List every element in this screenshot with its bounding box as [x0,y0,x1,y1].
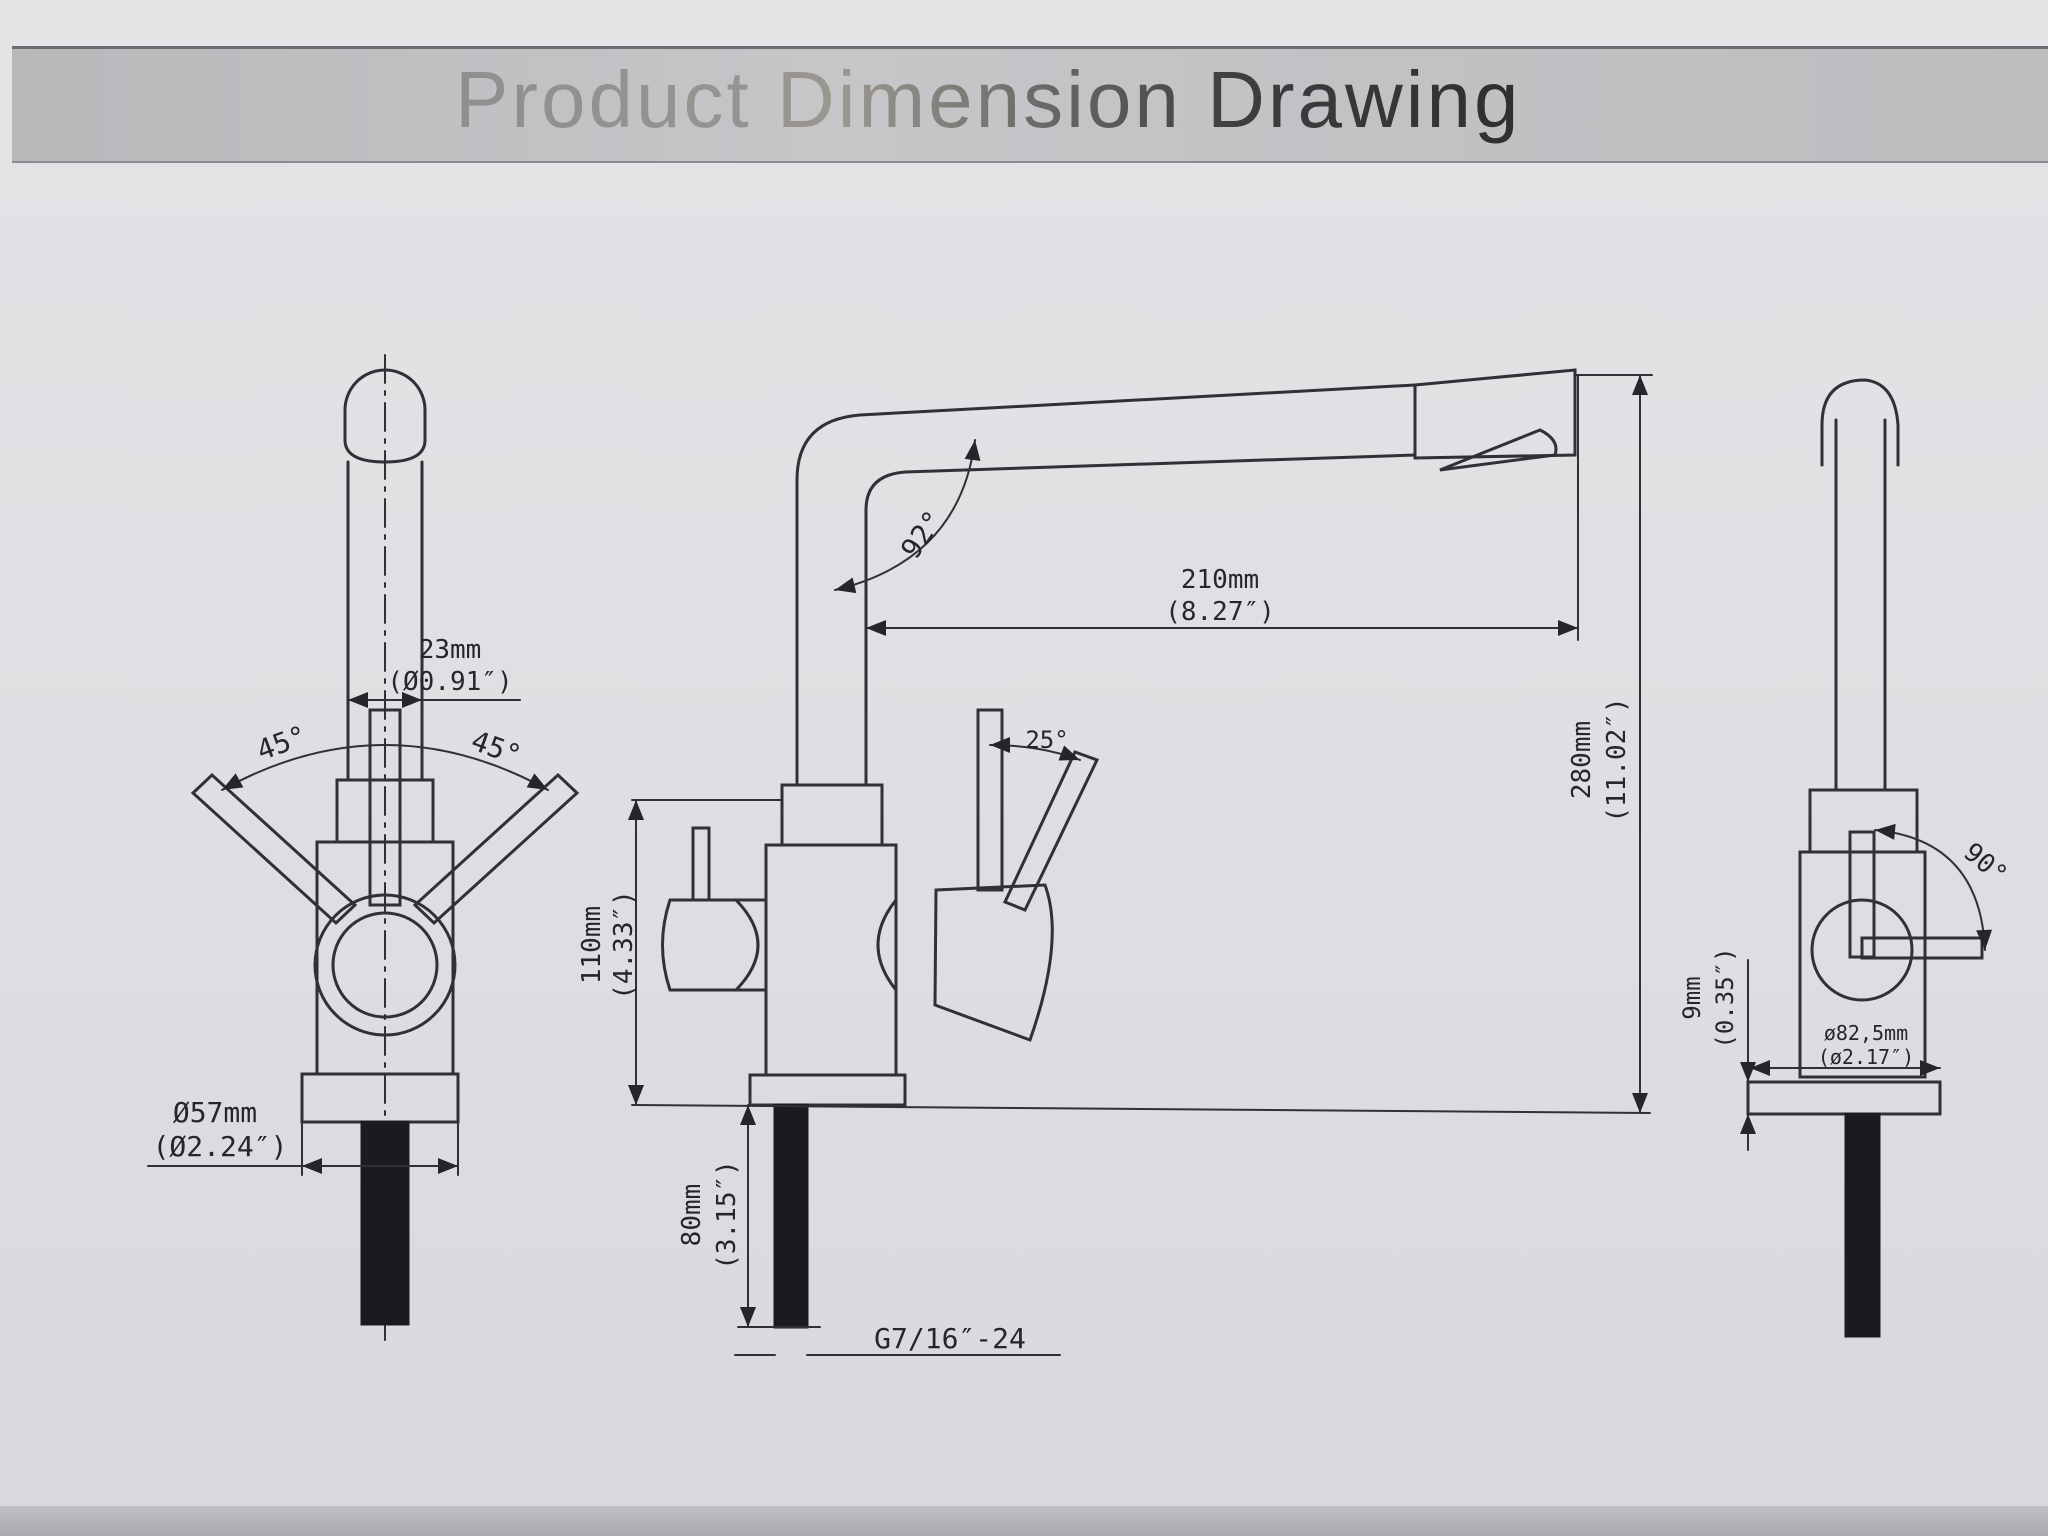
front-base-dia-in: (Ø2.24″) [153,1130,288,1163]
right-plate-thickness-mm: 9mm [1678,976,1706,1019]
side-total-height-mm: 280mm [1567,721,1597,799]
side-body-height-mm: 110mm [577,906,607,984]
right-plate-thickness-in: (0.35″) [1711,947,1739,1048]
bottom-edge [0,1506,2048,1536]
right-rotation-angle: 90° [1958,837,2013,890]
side-reach-in: (8.27″) [1165,597,1275,627]
right-plate-dia-in: (ø2.17″) [1818,1045,1914,1069]
side-shank-length-mm: 80mm [677,1184,707,1247]
side-handle-angle: 25° [1025,726,1068,754]
right-plate-dia-mm: ø82,5mm [1824,1021,1908,1045]
front-diameter-mm: 23mm [419,635,482,665]
front-diameter-in: (Ø0.91″) [387,667,512,697]
front-angle-left: 45° [252,719,311,767]
side-total-height-in: (11.02″) [1602,697,1632,822]
front-view [147,354,580,1341]
side-thread-spec: G7/16″-24 [874,1322,1026,1355]
front-angle-right: 45° [467,724,526,772]
side-shank-length-in: (3.15″) [712,1160,742,1270]
side-spout-angle: 92° [894,504,950,564]
page-title: Product Dimension Drawing [455,50,1755,150]
front-base-dia-mm: Ø57mm [173,1096,257,1129]
title-band [12,46,2048,163]
side-view [628,368,1653,1356]
right-view [1740,378,1993,1338]
side-body-height-in: (4.33″) [609,890,639,1000]
side-reach-mm: 210mm [1181,565,1259,595]
